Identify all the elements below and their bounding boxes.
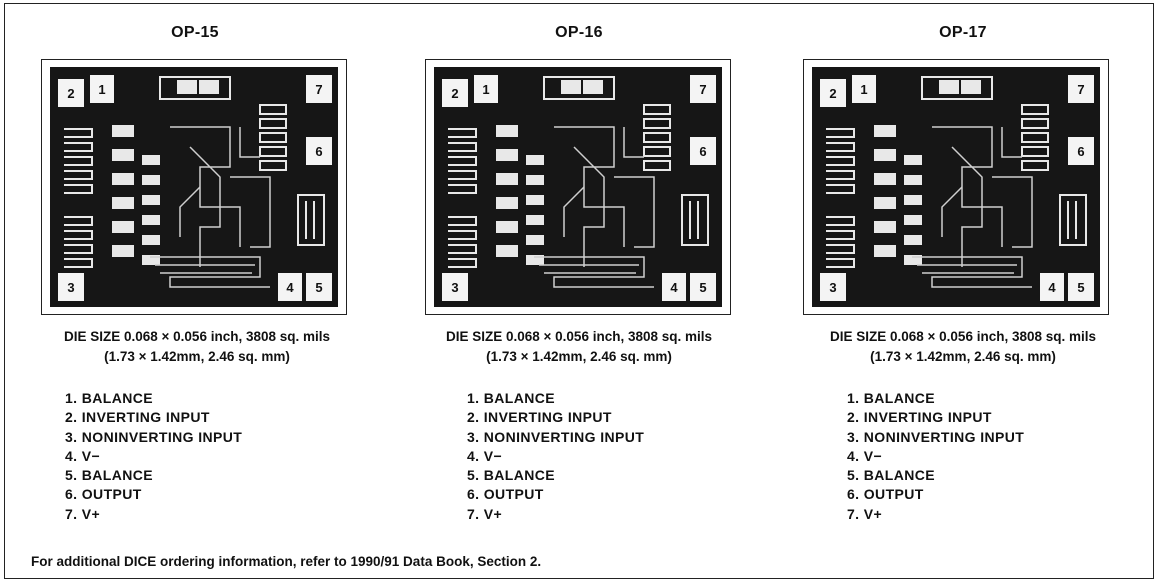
pin-6: 6. OUTPUT <box>467 486 544 503</box>
bond-pad-number: 7 <box>315 82 322 97</box>
bond-pad-number: 4 <box>670 280 678 295</box>
die-photo: 1 2 3 4 5 6 7 <box>41 59 347 315</box>
bond-pad-number: 1 <box>482 82 489 97</box>
chip-title: OP-15 <box>171 24 219 41</box>
dice-info-frame: OP-15 1 2 3 4 5 6 7 DIE SIZE 0.068 × 0.056 inc… <box>4 3 1154 579</box>
pin-5: 5. BALANCE <box>65 467 154 484</box>
pin-3: 3. NONINVERTING INPUT <box>65 428 243 445</box>
bond-pad-number: 7 <box>699 82 706 97</box>
pin-4: 4. V− <box>467 447 503 464</box>
pin-2: 2. INVERTING INPUT <box>847 409 992 426</box>
pin-7: 7. V+ <box>467 505 503 522</box>
pin-5: 5. BALANCE <box>467 467 556 484</box>
ordering-footnote: For additional DICE ordering information… <box>31 554 542 569</box>
bond-pad-number: 4 <box>1048 280 1056 295</box>
pin-5: 5. BALANCE <box>847 467 936 484</box>
pin-3: 3. NONINVERTING INPUT <box>467 428 645 445</box>
bond-pad-number: 1 <box>860 82 867 97</box>
pin-2: 2. INVERTING INPUT <box>65 409 210 426</box>
pin-4: 4. V− <box>65 447 101 464</box>
bond-pad-number: 7 <box>1077 82 1084 97</box>
die-size: DIE SIZE 0.068 × 0.056 inch, 3808 sq. mi… <box>445 329 713 344</box>
bond-pad-number: 4 <box>286 280 294 295</box>
die-size-metric: (1.73 × 1.42mm, 2.46 sq. mm) <box>104 349 290 364</box>
pin-4: 4. V− <box>847 447 883 464</box>
die-size: DIE SIZE 0.068 × 0.056 inch, 3808 sq. mi… <box>63 329 331 344</box>
pin-6: 6. OUTPUT <box>847 486 924 503</box>
die-photo: 1 2 3 4 5 6 7 <box>803 59 1109 315</box>
pin-list: 1. BALANCE 2. INVERTING INPUT 3. NONINVE… <box>65 389 242 524</box>
die-layout-image: 1 2 3 4 5 6 7 <box>50 67 338 307</box>
bond-pad-number: 2 <box>67 86 74 101</box>
bond-pad-number: 3 <box>829 280 836 295</box>
bond-pad-number: 2 <box>451 86 458 101</box>
die-layout-image: 1 2 3 4 5 6 7 <box>434 67 722 307</box>
bond-pad-number: 3 <box>67 280 74 295</box>
bond-pad-number: 1 <box>98 82 105 97</box>
bond-pad-number: 5 <box>699 280 706 295</box>
pin-1: 1. BALANCE <box>65 390 154 406</box>
bond-pad-number: 3 <box>451 280 458 295</box>
die-size-metric: (1.73 × 1.42mm, 2.46 sq. mm) <box>486 349 672 364</box>
chip-title: OP-16 <box>555 24 603 41</box>
pin-list: 1. BALANCE 2. INVERTING INPUT 3. NONINVE… <box>467 389 644 524</box>
die-photo: 1 2 3 4 5 6 7 <box>425 59 731 315</box>
pin-3: 3. NONINVERTING INPUT <box>847 428 1025 445</box>
bond-pad-number: 5 <box>1077 280 1084 295</box>
pin-2: 2. INVERTING INPUT <box>467 409 612 426</box>
pin-7: 7. V+ <box>847 505 883 522</box>
bond-pad-number: 6 <box>315 144 322 159</box>
die-size: DIE SIZE 0.068 × 0.056 inch, 3808 sq. mi… <box>829 329 1097 344</box>
pin-list: 1. BALANCE 2. INVERTING INPUT 3. NONINVE… <box>847 389 1024 524</box>
die-layout-image: 1 2 3 4 5 6 7 <box>812 67 1100 307</box>
pin-1: 1. BALANCE <box>847 390 936 406</box>
pin-1: 1. BALANCE <box>467 390 556 406</box>
chip-title: OP-17 <box>939 24 987 41</box>
bond-pad-number: 2 <box>829 86 836 101</box>
die-size-metric: (1.73 × 1.42mm, 2.46 sq. mm) <box>870 349 1056 364</box>
pin-7: 7. V+ <box>65 505 101 522</box>
bond-pad-number: 6 <box>1077 144 1084 159</box>
bond-pad-number: 5 <box>315 280 322 295</box>
pin-6: 6. OUTPUT <box>65 486 142 503</box>
bond-pad-number: 6 <box>699 144 706 159</box>
